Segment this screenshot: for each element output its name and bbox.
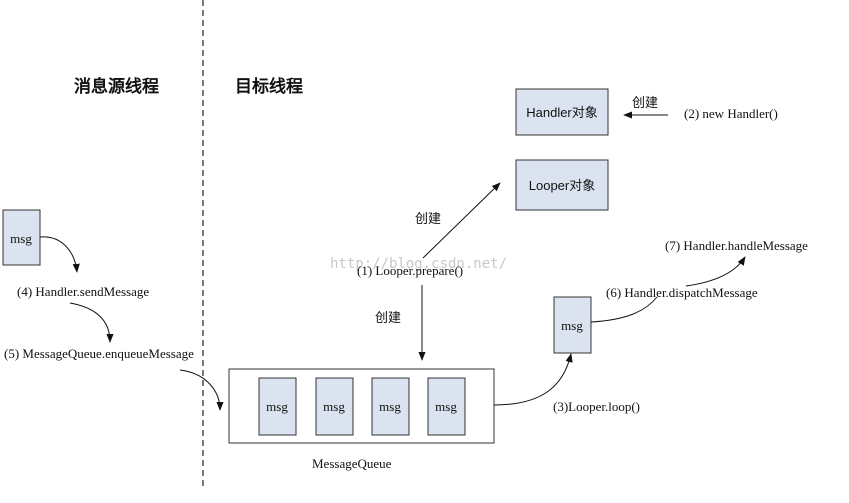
create-handler-label: 创建	[632, 96, 658, 111]
dispatch-message-label: (6) Handler.dispatchMessage	[606, 285, 758, 300]
create-looper-label: 创建	[415, 212, 441, 227]
looper-object-label: Looper对象	[529, 178, 595, 193]
handler-object-box: Handler对象	[515, 88, 609, 136]
dispatch-arrow-line	[590, 296, 658, 323]
send-message-arrow	[39, 236, 80, 273]
target-thread-heading: 目标线程	[235, 76, 303, 97]
queue-msg-4: msg	[427, 377, 466, 436]
create-queue-label: 创建	[375, 311, 401, 326]
enqueue-arrow-1	[69, 302, 114, 343]
send-message-label: (4) Handler.sendMessage	[17, 284, 149, 299]
queue-msg-label: msg	[379, 399, 401, 414]
queue-msg-2: msg	[315, 377, 354, 436]
message-queue-box: msg msg msg msg	[228, 368, 495, 444]
queue-msg-label: msg	[266, 399, 288, 414]
handler-object-label: Handler对象	[526, 105, 598, 120]
handle-message-label: (7) Handler.handleMessage	[665, 238, 808, 253]
queue-msg-3: msg	[371, 377, 410, 436]
queue-msg-label: msg	[435, 399, 457, 414]
looper-loop-label: (3)Looper.loop()	[553, 399, 640, 414]
looper-object-box: Looper对象	[515, 159, 609, 211]
message-queue-label: MessageQueue	[312, 456, 392, 471]
dispatch-msg-label: msg	[561, 318, 583, 333]
handle-message-arrow	[685, 256, 746, 287]
looper-prepare-label: (1) Looper.prepare()	[357, 263, 463, 278]
new-handler-label: (2) new Handler()	[684, 106, 778, 121]
looper-loop-arrow	[493, 353, 573, 406]
source-msg-label: msg	[10, 231, 32, 246]
watermark: http://blog.csdn.net/	[330, 256, 507, 272]
source-thread-heading: 消息源线程	[74, 76, 159, 97]
create-looper-arrow	[422, 182, 501, 259]
queue-msg-1: msg	[258, 377, 297, 436]
enqueue-arrow-2	[179, 369, 224, 411]
queue-msg-label: msg	[323, 399, 345, 414]
source-msg-box: msg	[2, 209, 41, 266]
enqueue-message-label: (5) MessageQueue.enqueueMessage	[4, 346, 194, 361]
dispatch-msg-box: msg	[553, 296, 592, 354]
